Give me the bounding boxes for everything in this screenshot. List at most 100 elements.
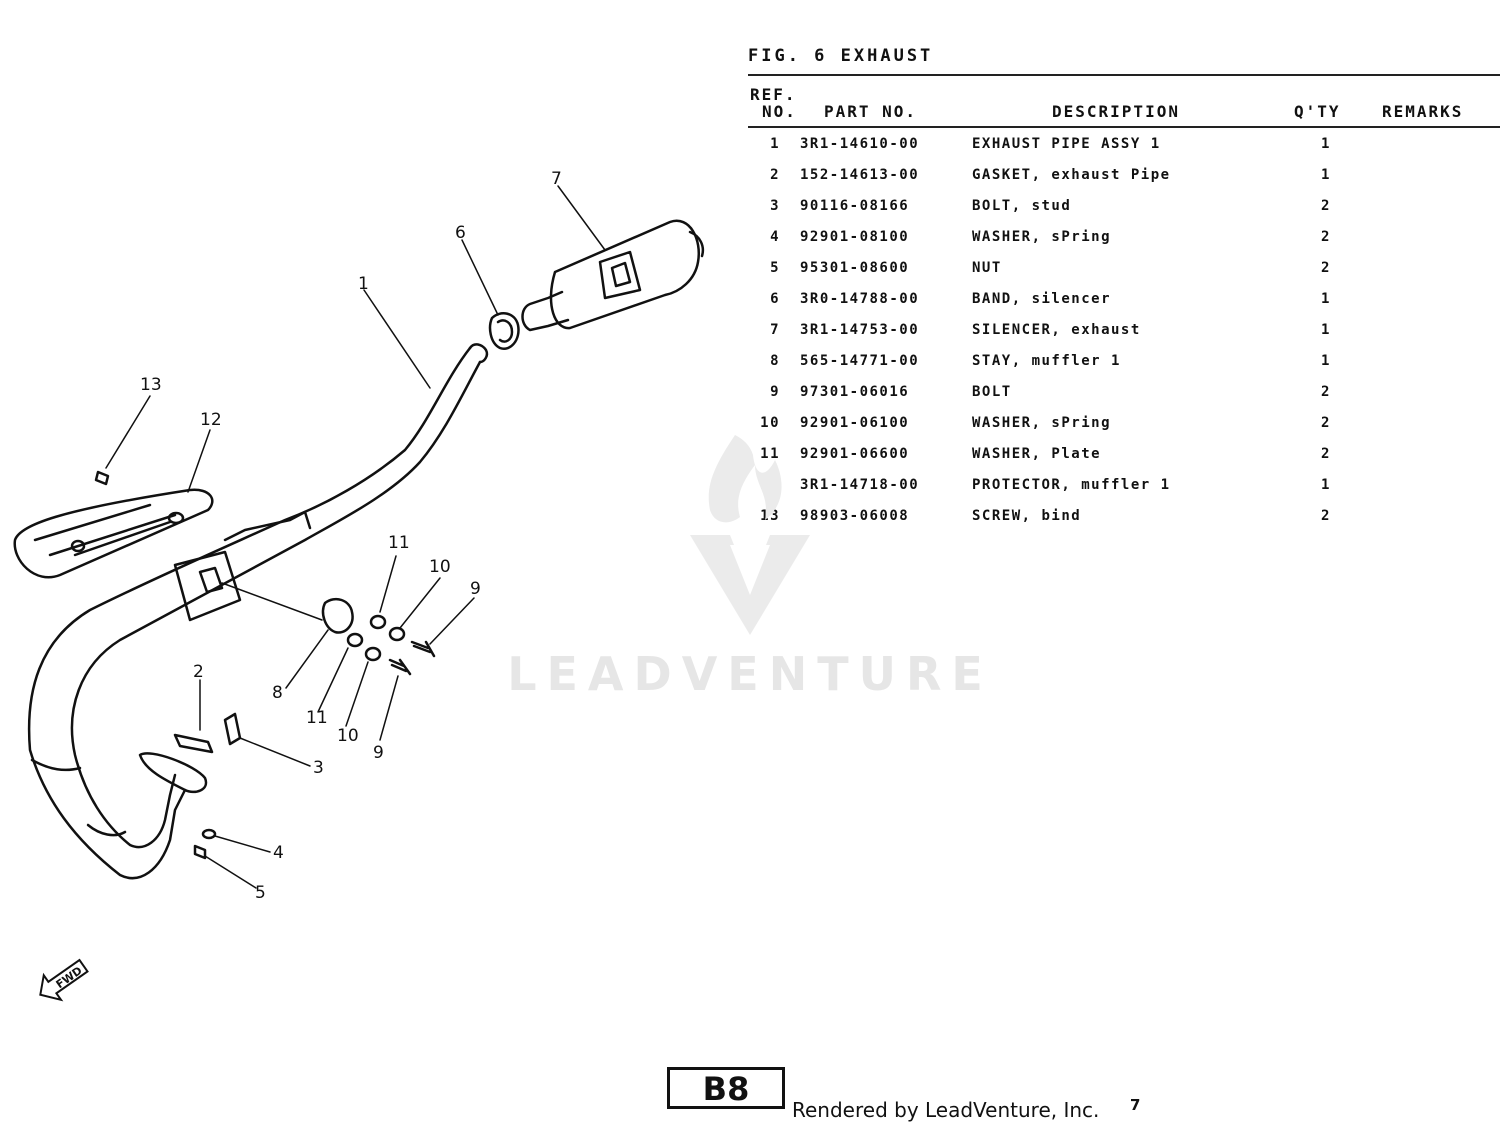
ref-cell: 3 bbox=[770, 198, 780, 214]
part-no-cell: 152-14613-00 bbox=[800, 167, 920, 183]
table-row: 11 92901-06600 WASHER, Plate 2 bbox=[748, 446, 1500, 466]
header-qty: Q'TY bbox=[1294, 102, 1341, 121]
description-cell: STAY, muffler 1 bbox=[972, 353, 1121, 369]
callout-7: 7 bbox=[551, 169, 562, 189]
qty-cell: 1 bbox=[1321, 477, 1331, 493]
table-row: 8 565-14771-00 STAY, muffler 1 1 bbox=[748, 353, 1500, 373]
fwd-arrow-icon: FWD bbox=[39, 958, 89, 1002]
table-row: 9 97301-06016 BOLT 2 bbox=[748, 384, 1500, 404]
callout-10-upper: 10 bbox=[429, 557, 451, 577]
callout-2: 2 bbox=[193, 662, 204, 682]
header-ref-line2: NO. bbox=[762, 102, 797, 121]
table-row: 4 92901-08100 WASHER, sPring 2 bbox=[748, 229, 1500, 249]
part-no-cell: 92901-08100 bbox=[800, 229, 910, 245]
qty-cell: 2 bbox=[1321, 260, 1331, 276]
part-no-cell: 98903-06008 bbox=[800, 508, 910, 524]
callout-6: 6 bbox=[455, 223, 466, 243]
part-no-cell: 3R0-14788-00 bbox=[800, 291, 920, 307]
header-remarks: REMARKS bbox=[1382, 102, 1464, 121]
description-cell: WASHER, Plate bbox=[972, 446, 1102, 462]
table-row: 5 95301-08600 NUT 2 bbox=[748, 260, 1500, 280]
description-cell: BAND, silencer bbox=[972, 291, 1112, 307]
table-row: 2 152-14613-00 GASKET, exhaust Pipe 1 bbox=[748, 167, 1500, 187]
callout-5: 5 bbox=[255, 883, 266, 903]
figure-title: FIG. 6 EXHAUST bbox=[748, 46, 934, 66]
watermark-text: LEADVENTURE bbox=[507, 647, 993, 701]
qty-cell: 1 bbox=[1321, 353, 1331, 369]
ref-cell: 11 bbox=[760, 446, 780, 462]
description-cell: WASHER, sPring bbox=[972, 415, 1112, 431]
ref-cell: 1 bbox=[770, 136, 780, 152]
leadventure-logo-icon bbox=[690, 435, 810, 635]
callout-11-upper: 11 bbox=[388, 533, 410, 553]
callout-10-lower: 10 bbox=[337, 726, 359, 746]
ref-cell: 9 bbox=[770, 384, 780, 400]
description-cell: EXHAUST PIPE ASSY 1 bbox=[972, 136, 1161, 152]
table-row: 6 3R0-14788-00 BAND, silencer 1 bbox=[748, 291, 1500, 311]
callout-4: 4 bbox=[273, 843, 284, 863]
description-cell: PROTECTOR, muffler 1 bbox=[972, 477, 1171, 493]
callout-3: 3 bbox=[313, 758, 324, 778]
description-cell: SCREW, bind bbox=[972, 508, 1082, 524]
callout-12: 12 bbox=[200, 410, 222, 430]
qty-cell: 1 bbox=[1321, 322, 1331, 338]
header-ref-line1: REF. bbox=[750, 85, 797, 104]
qty-cell: 2 bbox=[1321, 415, 1331, 431]
silencer-band bbox=[488, 312, 520, 351]
qty-cell: 2 bbox=[1321, 198, 1331, 214]
table-row: 7 3R1-14753-00 SILENCER, exhaust 1 bbox=[748, 322, 1500, 342]
ref-cell: 8 bbox=[770, 353, 780, 369]
ref-cell: 6 bbox=[770, 291, 780, 307]
callout-13: 13 bbox=[140, 375, 162, 395]
rendered-by: Rendered by LeadVenture, Inc. bbox=[792, 1098, 1100, 1122]
part-no-cell: 95301-08600 bbox=[800, 260, 910, 276]
table-row: 1 3R1-14610-00 EXHAUST PIPE ASSY 1 1 bbox=[748, 136, 1500, 156]
callout-9-lower: 9 bbox=[373, 743, 384, 763]
muffler-protector bbox=[13, 488, 214, 579]
part-no-cell: 92901-06600 bbox=[800, 446, 910, 462]
qty-cell: 1 bbox=[1321, 136, 1331, 152]
part-no-cell: 92901-06100 bbox=[800, 415, 910, 431]
title-rule bbox=[748, 74, 1500, 76]
part-no-cell: 565-14771-00 bbox=[800, 353, 920, 369]
table-row: 3 90116-08166 BOLT, stud 2 bbox=[748, 198, 1500, 218]
part-no-cell: 97301-06016 bbox=[800, 384, 910, 400]
description-cell: BOLT bbox=[972, 384, 1012, 400]
description-cell: GASKET, exhaust Pipe bbox=[972, 167, 1171, 183]
qty-cell: 2 bbox=[1321, 508, 1331, 524]
description-cell: NUT bbox=[972, 260, 1002, 276]
ref-cell: 2 bbox=[770, 167, 780, 183]
part-no-cell: 3R1-14718-00 bbox=[800, 477, 920, 493]
description-cell: BOLT, stud bbox=[972, 198, 1072, 214]
qty-cell: 2 bbox=[1321, 384, 1331, 400]
qty-cell: 2 bbox=[1321, 446, 1331, 462]
leader-lines bbox=[105, 185, 606, 889]
silencer bbox=[521, 219, 705, 332]
part-no-cell: 3R1-14753-00 bbox=[800, 322, 920, 338]
page-code: B8 bbox=[667, 1067, 785, 1109]
ref-cell: 7 bbox=[770, 322, 780, 338]
description-cell: SILENCER, exhaust bbox=[972, 322, 1141, 338]
callout-9-upper: 9 bbox=[470, 579, 481, 599]
qty-cell: 2 bbox=[1321, 229, 1331, 245]
exhaust-diagram: 1 2 3 4 5 6 7 8 9 9 10 10 11 11 12 13 FW… bbox=[13, 169, 705, 1002]
part-no-cell: 90116-08166 bbox=[800, 198, 910, 214]
qty-cell: 1 bbox=[1321, 167, 1331, 183]
description-cell: WASHER, sPring bbox=[972, 229, 1112, 245]
watermark: LEADVENTURE bbox=[490, 425, 1010, 701]
exhaust-pipe bbox=[27, 343, 489, 880]
header-rule bbox=[748, 126, 1500, 128]
table-row: 10 92901-06100 WASHER, sPring 2 bbox=[748, 415, 1500, 435]
ref-cell: 4 bbox=[770, 229, 780, 245]
qty-cell: 1 bbox=[1321, 291, 1331, 307]
page-number: 7 bbox=[1130, 1096, 1141, 1114]
part-no-cell: 3R1-14610-00 bbox=[800, 136, 920, 152]
callout-8: 8 bbox=[272, 683, 283, 703]
callout-11-lower: 11 bbox=[306, 708, 328, 728]
ref-cell: 10 bbox=[760, 415, 780, 431]
header-description: DESCRIPTION bbox=[1052, 102, 1180, 121]
ref-cell: 5 bbox=[770, 260, 780, 276]
header-part-no: PART NO. bbox=[824, 102, 918, 121]
callout-1: 1 bbox=[358, 274, 369, 294]
